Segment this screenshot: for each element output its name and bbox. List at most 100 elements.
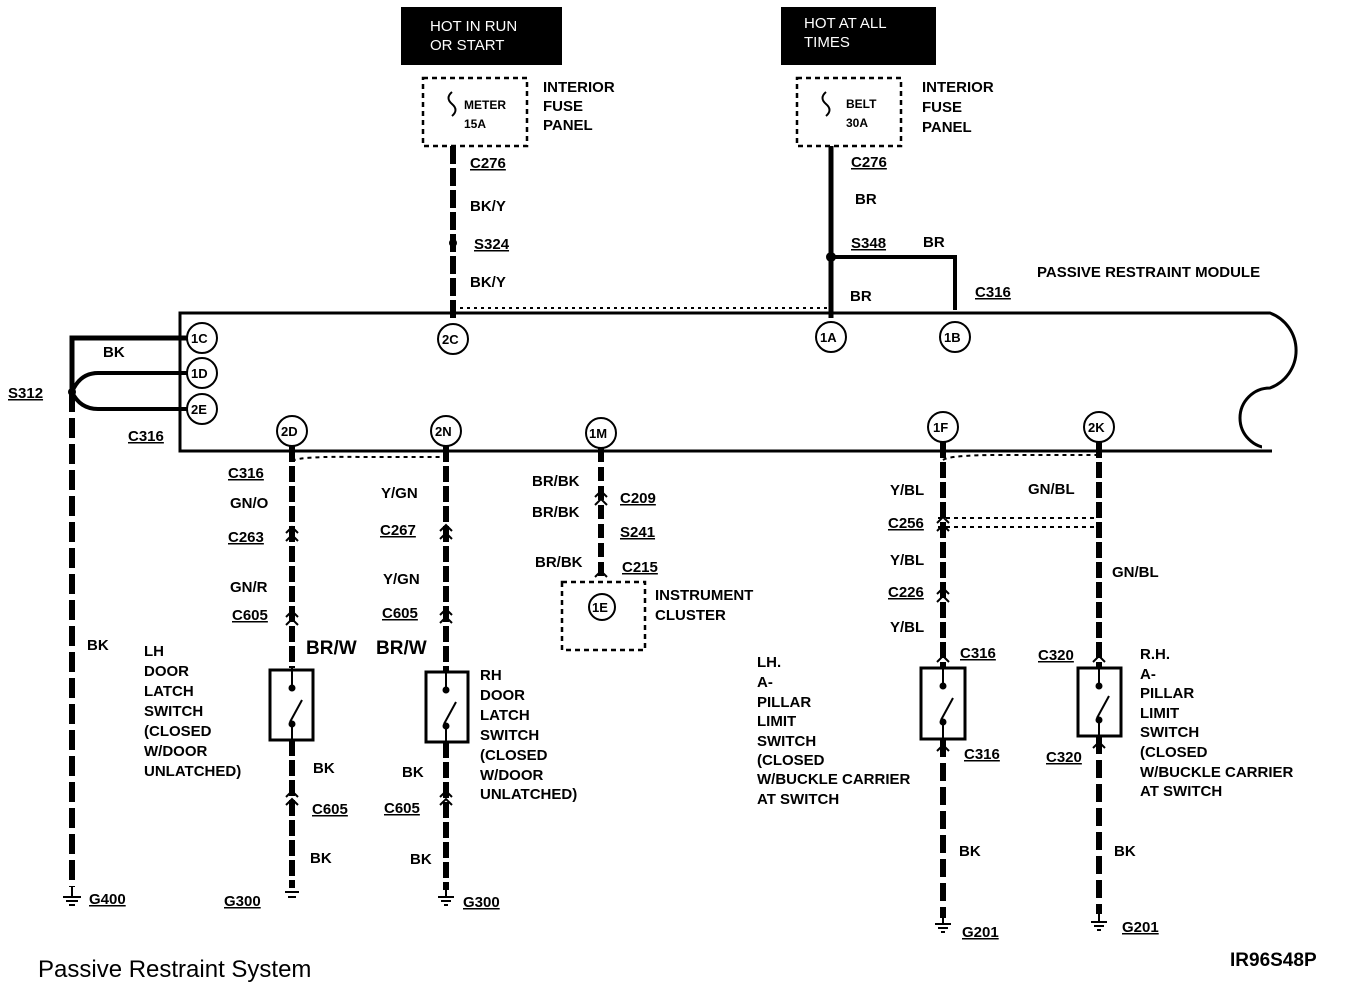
dashed-shield-link bbox=[291, 455, 446, 462]
lh-pillar-label-4: LIMIT bbox=[757, 713, 796, 730]
rh-pillar-label-7: W/BUCKLE CARRIER bbox=[1140, 764, 1293, 781]
lh-pillar-label-8: AT SWITCH bbox=[757, 791, 839, 808]
bk-wire-2e bbox=[70, 391, 187, 411]
rh-c605-lower-label: C605 bbox=[384, 800, 420, 817]
lh-pillar-label-6: (CLOSED bbox=[757, 752, 825, 769]
svg-text:2E: 2E bbox=[191, 402, 207, 417]
bky-label-upper: BK/Y bbox=[470, 198, 506, 215]
c267-label: C267 bbox=[380, 522, 416, 539]
svg-text:2N: 2N bbox=[435, 424, 452, 439]
left-fuse-panel-line3: PANEL bbox=[543, 117, 593, 134]
svg-text:1B: 1B bbox=[944, 330, 961, 345]
rh-door-label-7: UNLATCHED) bbox=[480, 786, 577, 803]
meter-fuse-rating: 15A bbox=[464, 117, 486, 131]
belt-fuse-name: BELT bbox=[846, 97, 877, 111]
rh-pillar-label-5: SWITCH bbox=[1140, 724, 1199, 741]
hot-in-run-header-line2: OR START bbox=[430, 37, 504, 54]
rh-door-label-2: DOOR bbox=[480, 687, 525, 704]
hot-in-run-header bbox=[401, 7, 562, 65]
svg-text:1D: 1D bbox=[191, 366, 208, 381]
rh-g300-label: G300 bbox=[463, 894, 500, 911]
c320-upper-connector bbox=[1092, 654, 1106, 663]
rh-pillar-label-8: AT SWITCH bbox=[1140, 783, 1222, 800]
c605-lower-connector bbox=[439, 789, 453, 806]
diagram-title: Passive Restraint System bbox=[38, 956, 311, 983]
lh-door-label-6: W/DOOR bbox=[144, 743, 207, 760]
dashed-shield-mid bbox=[938, 517, 1095, 528]
rh-bk-label-2: BK bbox=[410, 851, 432, 868]
rh-door-label-4: SWITCH bbox=[480, 727, 539, 744]
hot-in-run-header-line1: HOT IN RUN bbox=[430, 18, 517, 35]
svg-text:1E: 1E bbox=[592, 600, 608, 615]
pin-2e: 2E bbox=[186, 393, 218, 425]
rh-pillar-label-2: A- bbox=[1140, 666, 1156, 683]
s324-label: S324 bbox=[474, 236, 510, 253]
c256-label: C256 bbox=[888, 515, 924, 532]
hot-at-all-times-line2: TIMES bbox=[804, 34, 850, 51]
pin-2d: 2D bbox=[276, 415, 308, 447]
g400-label: G400 bbox=[89, 891, 126, 908]
bk-wire-1d bbox=[70, 371, 187, 393]
lh-pillar-c316-lower-label: C316 bbox=[964, 746, 1000, 763]
svg-text:2K: 2K bbox=[1088, 420, 1105, 435]
belt-fuse-box bbox=[795, 76, 903, 148]
dashed-shield-top bbox=[942, 454, 1099, 461]
right-c276-label: C276 bbox=[851, 154, 887, 171]
switch-contacts bbox=[939, 668, 954, 739]
pin-1e: 1E bbox=[588, 593, 616, 621]
rh-pillar-bk-label: BK bbox=[1114, 843, 1136, 860]
fuse-symbol bbox=[821, 91, 831, 117]
ybl-label-3: Y/BL bbox=[890, 619, 924, 636]
c605-lower-connector bbox=[285, 789, 299, 806]
module-body bbox=[178, 311, 1298, 453]
c263-label: C263 bbox=[228, 529, 264, 546]
lh-bk-label-1: BK bbox=[313, 760, 335, 777]
svg-text:2D: 2D bbox=[281, 424, 298, 439]
svg-text:2C: 2C bbox=[442, 332, 459, 347]
rh-door-label-6: W/DOOR bbox=[480, 767, 543, 784]
lh-door-label-4: SWITCH bbox=[144, 703, 203, 720]
hot-at-all-times-header bbox=[781, 7, 936, 65]
pin-1a: 1A bbox=[815, 321, 847, 353]
svg-text:1F: 1F bbox=[933, 420, 948, 435]
passive-restraint-module: PASSIVE RESTRAINT MODULE 2C 1A 1B 1C 1D bbox=[178, 264, 1298, 455]
s324-splice-dot bbox=[449, 239, 457, 247]
br-label-upper: BR bbox=[855, 191, 877, 208]
ground-symbol bbox=[1091, 914, 1107, 931]
lh-door-label-1: LH bbox=[144, 643, 164, 660]
rh-door-label-5: (CLOSED bbox=[480, 747, 548, 764]
c267-connector bbox=[439, 523, 453, 540]
lh-pillar-g201-label: G201 bbox=[962, 924, 999, 941]
bk-wire-1c bbox=[69, 335, 187, 392]
brbk-label-3: BR/BK bbox=[535, 554, 583, 571]
lh-g300-label: G300 bbox=[224, 893, 261, 910]
switch-contacts bbox=[442, 672, 457, 742]
s348-label: S348 bbox=[851, 235, 886, 252]
left-c276-label: C276 bbox=[470, 155, 506, 172]
pin-2n: 2N bbox=[430, 415, 462, 447]
right-fuse-panel-line3: PANEL bbox=[922, 119, 972, 136]
lh-pillar-c316-upper-label: C316 bbox=[960, 645, 996, 662]
lh-c605-upper-label: C605 bbox=[232, 607, 268, 624]
ygn-label-upper: Y/GN bbox=[381, 485, 418, 502]
gno-label: GN/O bbox=[230, 495, 269, 512]
c605-connector bbox=[439, 607, 453, 624]
lh-pillar-label-7: W/BUCKLE CARRIER bbox=[757, 771, 910, 788]
right-fuse-panel-line1: INTERIOR bbox=[922, 79, 994, 96]
left-fuse-panel-line1: INTERIOR bbox=[543, 79, 615, 96]
rh-pillar-label-1: R.H. bbox=[1140, 646, 1170, 663]
fuse-symbol bbox=[447, 91, 457, 117]
ground-symbol bbox=[63, 887, 81, 906]
lh-door-label-7: UNLATCHED) bbox=[144, 763, 241, 780]
svg-text:1M: 1M bbox=[589, 426, 607, 441]
ground-symbol bbox=[285, 891, 299, 898]
s241-label: S241 bbox=[620, 524, 655, 541]
ground-symbol bbox=[935, 918, 951, 933]
lh-door-label-3: LATCH bbox=[144, 683, 194, 700]
instrument-cluster-label-2: CLUSTER bbox=[655, 607, 726, 624]
lh-bk-label-2: BK bbox=[310, 850, 332, 867]
br-branch-wire bbox=[831, 255, 957, 310]
ybl-label-1: Y/BL bbox=[890, 482, 924, 499]
bk-label-top: BK bbox=[103, 344, 125, 361]
